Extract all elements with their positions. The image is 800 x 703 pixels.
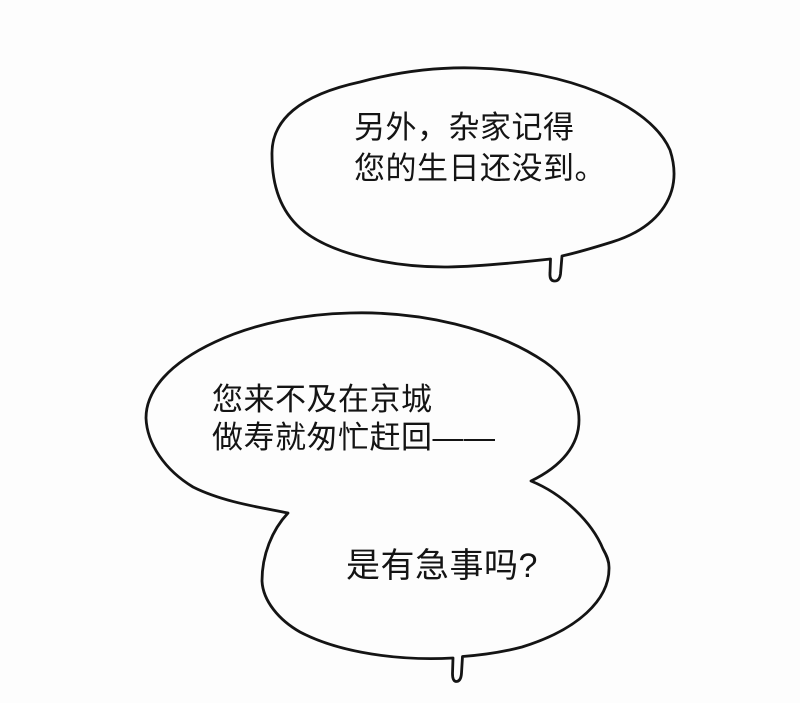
bubble-bottom-lower-line-1: 是有急事吗? bbox=[346, 547, 538, 585]
bubble-top-text: 另外，杂家记得 您的生日还没到。 bbox=[354, 107, 606, 189]
speech-bubble-top-outline bbox=[270, 66, 676, 283]
bubble-bottom-upper-text: 您来不及在京城 做寿就匆忙赶回—— bbox=[212, 381, 496, 457]
bubble-bottom-upper-line-2: 做寿就匆忙赶回—— bbox=[212, 420, 496, 455]
bubble-bottom-lower-text: 是有急事吗? bbox=[346, 546, 538, 586]
bubble-top-line-2: 您的生日还没到。 bbox=[354, 151, 606, 186]
speech-bubble-bottom-outline bbox=[144, 311, 611, 683]
bubble-bottom-upper-line-1: 您来不及在京城 bbox=[212, 382, 433, 417]
bubble-top-line-1: 另外，杂家记得 bbox=[354, 110, 575, 145]
